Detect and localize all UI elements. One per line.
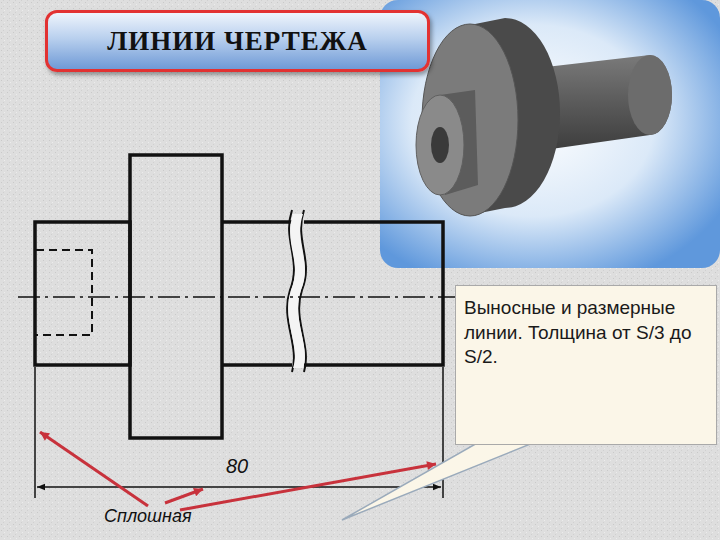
title-text: ЛИНИИ ЧЕРТЕЖА bbox=[107, 26, 368, 57]
shaft-drawing bbox=[18, 155, 456, 498]
callout-box: Выносные и размерные линии. Толщина от S… bbox=[455, 285, 717, 445]
part-render bbox=[380, 0, 720, 268]
callout-text: Выносные и размерные линии. Толщина от S… bbox=[464, 296, 708, 370]
title-box: ЛИНИИ ЧЕРТЕЖА bbox=[45, 10, 430, 72]
line-type-label: Сплошная bbox=[104, 506, 192, 527]
pointer-arrows bbox=[40, 432, 436, 510]
dimension-value: 80 bbox=[226, 455, 248, 478]
